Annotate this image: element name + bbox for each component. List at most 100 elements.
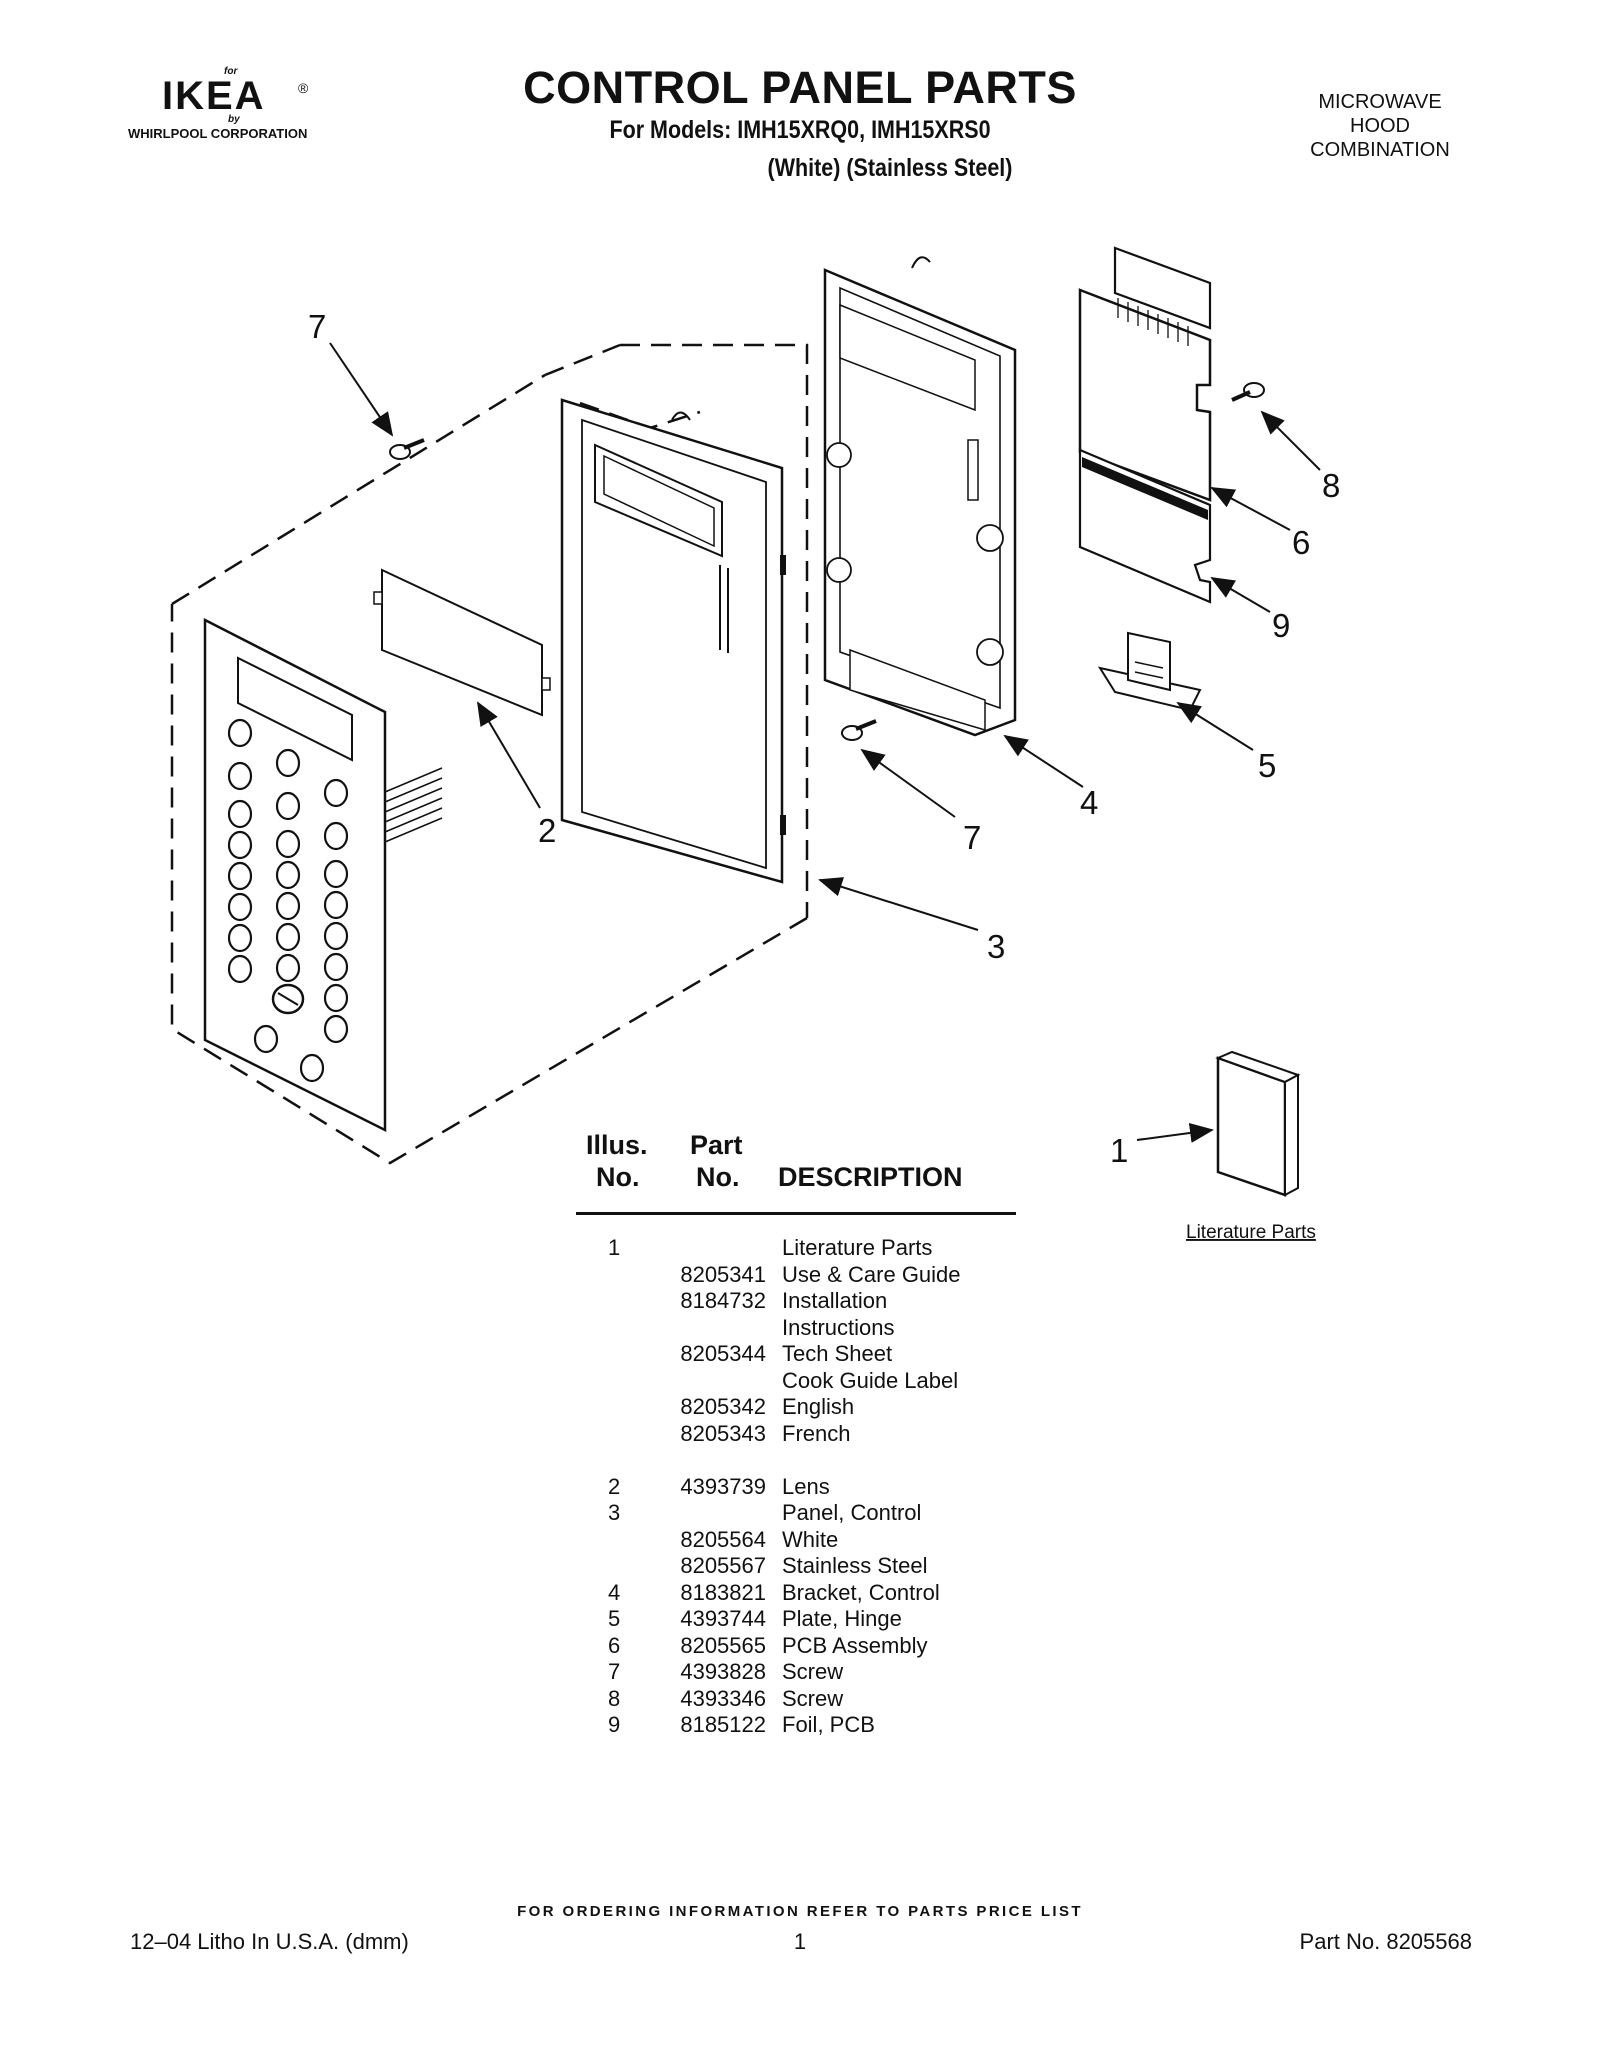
logo-corporation-text: WHIRLPOOL CORPORATION	[128, 126, 308, 141]
logo-brand-text: IKEA	[162, 74, 266, 118]
callout-4: 4	[1080, 784, 1098, 821]
part-number: 4393346	[680, 1685, 766, 1711]
logo-for-text: for	[224, 66, 238, 77]
control-bracket	[823, 256, 1017, 737]
illus-number: 7	[608, 1659, 621, 1684]
logo-by-text: by	[228, 114, 240, 125]
pcb-foil	[1078, 448, 1212, 604]
document-part-number: Part No. 8205568	[1299, 1929, 1472, 1954]
table-row: 3 Panel, Control	[576, 1500, 1016, 1527]
part-number: 8205341	[680, 1261, 766, 1287]
parts-list-table: Illus. No. Part No. DESCRIPTION 1 Literat…	[576, 1130, 1016, 1739]
part-description: Literature Parts	[782, 1235, 933, 1260]
illus-number: 8	[608, 1685, 621, 1711]
model-numbers: For Models: IMH15XRQ0, IMH15XRS0	[609, 116, 991, 144]
table-row: 8184732 Installation	[576, 1288, 1016, 1315]
illus-number: 6	[608, 1632, 621, 1658]
part-description: Tech Sheet	[782, 1341, 893, 1366]
page-number: 1	[793, 1929, 807, 1954]
keypad-overlay	[203, 617, 443, 1133]
part-description: PCB Assembly	[782, 1632, 928, 1658]
part-number: 8205565	[680, 1632, 766, 1658]
product-line-2: HOOD	[1350, 115, 1410, 137]
part-number: 4393828	[680, 1659, 766, 1684]
part-number: 8205342	[680, 1394, 766, 1419]
illus-number: 2	[608, 1473, 621, 1499]
hinge-plate	[1097, 631, 1202, 712]
illus-number: 1	[608, 1235, 621, 1260]
callout-1: 1	[1110, 1132, 1128, 1169]
callout-leader-lines	[329, 342, 1321, 1143]
header-part-line2: No.	[696, 1162, 740, 1192]
illus-number: 9	[608, 1712, 621, 1737]
table-row: 6 8205565 PCB Assembly	[576, 1633, 1016, 1660]
part-number: 8205564	[680, 1526, 766, 1552]
logo-registered-mark: ®	[298, 80, 309, 96]
part-number: 8185122	[680, 1712, 766, 1737]
part-description: Screw	[782, 1685, 844, 1711]
part-description: White	[782, 1526, 839, 1552]
pcb-assembly	[1078, 246, 1212, 502]
illus-number: 5	[608, 1606, 621, 1631]
part-description: Cook Guide Label	[782, 1367, 959, 1393]
part-number: 8205344	[680, 1341, 766, 1366]
literature-booklet	[1215, 1050, 1301, 1197]
ordering-note: FOR ORDERING INFORMATION REFER TO PARTS …	[517, 1903, 1083, 1920]
part-description: French	[782, 1420, 851, 1446]
part-description: Screw	[782, 1659, 844, 1684]
screw-left-top	[389, 438, 425, 460]
header-description: DESCRIPTION	[778, 1162, 963, 1192]
callout-7-top: 7	[308, 308, 326, 345]
membrane-ribbon	[384, 767, 443, 843]
model-variants: (White) (Stainless Steel)	[767, 154, 1013, 182]
screw-pcb	[1231, 382, 1265, 402]
part-description: Bracket, Control	[782, 1579, 940, 1605]
header-illus-line1: Illus.	[586, 1130, 648, 1160]
part-description: Lens	[782, 1473, 830, 1499]
part-number: 8205343	[680, 1420, 766, 1446]
callout-3: 3	[987, 928, 1005, 965]
table-row: 9 8185122 Foil, PCB	[576, 1712, 1016, 1739]
part-description: English	[782, 1394, 855, 1419]
part-description: Instructions	[782, 1314, 895, 1340]
callout-8: 8	[1322, 467, 1340, 504]
litho-info: 12–04 Litho In U.S.A. (dmm)	[130, 1929, 409, 1954]
part-number: 4393744	[680, 1606, 766, 1631]
parts-table-header: Illus. No. Part No. DESCRIPTION	[576, 1130, 1016, 1215]
part-number: 8183821	[680, 1579, 766, 1605]
part-description: Stainless Steel	[782, 1553, 928, 1578]
lens	[373, 568, 551, 717]
part-description: Panel, Control	[782, 1500, 922, 1525]
product-type: MICROWAVE HOOD COMBINATION	[1270, 90, 1490, 162]
product-line-1: MICROWAVE	[1318, 91, 1442, 113]
literature-parts-label: Literature Parts	[1186, 1222, 1316, 1243]
callout-9: 9	[1272, 607, 1290, 644]
callout-7-bottom: 7	[963, 819, 981, 856]
part-number: 8184732	[680, 1288, 766, 1313]
ikea-whirlpool-logo: for IKEA ® by WHIRLPOOL CORPORATION	[128, 66, 348, 146]
table-row: 8205344 Tech Sheet	[576, 1341, 1016, 1368]
table-row: 7 4393828 Screw	[576, 1659, 1016, 1686]
table-row: 8205343 French	[576, 1421, 1016, 1448]
table-row: 5 4393744 Plate, Hinge	[576, 1606, 1016, 1633]
part-description: Foil, PCB	[782, 1712, 875, 1737]
page-title: CONTROL PANEL PARTS	[523, 62, 1077, 113]
callout-6: 6	[1292, 524, 1310, 561]
header-illus-line2: No.	[596, 1162, 640, 1192]
table-row: 8205564 White	[576, 1527, 1016, 1554]
part-description: Installation	[782, 1288, 888, 1313]
table-row: 8205567 Stainless Steel	[576, 1553, 1016, 1580]
callout-5: 5	[1258, 747, 1276, 784]
part-description: Plate, Hinge	[782, 1606, 902, 1631]
table-row: 8 4393346 Screw	[576, 1686, 1016, 1713]
part-number: 8205567	[680, 1553, 766, 1578]
table-row: 1 Literature Parts	[576, 1235, 1016, 1262]
illus-number: 3	[608, 1500, 621, 1525]
product-line-3: COMBINATION	[1310, 139, 1450, 161]
table-row: Instructions	[576, 1315, 1016, 1342]
